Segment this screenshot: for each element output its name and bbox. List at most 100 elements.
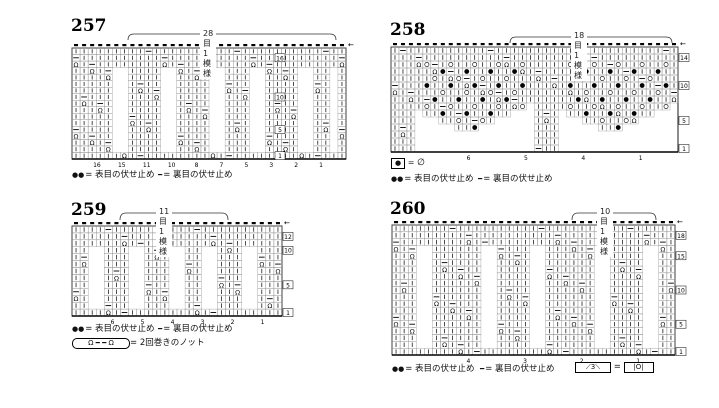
eyelet-symbol [583,90,589,95]
eyelet-symbol [464,69,470,74]
bindoff-mark [592,43,597,46]
bindoff-mark [138,44,143,47]
eyelet-symbol [440,90,446,95]
eyelet-symbol [631,90,637,95]
eyelet-symbol [591,104,597,109]
stitch-count-label: 2 [231,319,235,326]
bindoff-mark [600,43,605,46]
twist-symbol: Ω [82,100,87,108]
twist-symbol: Ω [243,93,248,101]
twist-symbol: Ω [299,152,304,160]
bindoff-mark [612,221,617,224]
twist-symbol: Ω [416,61,421,69]
stitch-count-label: 4 [581,155,585,162]
stitch-count-label: 5 [141,319,145,326]
eyelet-symbol [448,83,454,88]
twist-symbol: Ω [227,247,232,255]
legend-purl-bindoff: ━= 裏目の伏せ止め [480,364,555,374]
bindoff-mark [291,44,296,47]
pattern-number: 257 [71,16,107,36]
bindoff-mark [275,44,280,47]
bindoff-mark [122,222,127,225]
twist-symbol: Ω [660,321,665,329]
stitch-count-label: 3 [201,319,205,326]
row-label-box [274,92,286,102]
twist-symbol: Ω [394,245,399,253]
bindoff-mark [480,43,485,46]
eyelet-symbol [599,118,605,123]
eyelet-symbol [472,62,478,67]
bindoff-mark [620,221,625,224]
bindoff-mark [98,222,103,225]
row-label-box [678,116,690,125]
eyelet-symbol [591,62,597,67]
stitch-count-label: 5 [244,162,248,169]
eyelet-symbol [639,83,645,88]
twist-symbol: Ω [636,273,641,281]
row-label-box [282,280,294,290]
twist-symbol: Ω [600,103,605,111]
bindoff-mark [466,221,471,224]
eyelet-symbol [456,118,462,123]
twist-symbol: Ω [339,133,344,141]
eyelet-symbol [464,111,470,116]
knit-bindoff-icon: ●● [72,325,85,333]
twist-symbol: Ω [466,239,471,247]
twist-symbol: Ω [672,96,677,104]
twist-symbol: Ω [515,259,520,267]
twist-symbol: Ω [496,96,501,104]
bindoff-mark [219,222,224,225]
bindoff-mark [170,44,175,47]
double-wrap-knot-icon: Ω ━ ━ Ω [72,338,130,349]
twist-symbol: Ω [283,146,288,154]
eyelet-symbol [567,83,573,88]
direction-arrow-icon: ← [284,219,290,227]
twist-symbol: Ω [400,131,405,139]
stitch-count-label: 6 [467,155,471,162]
eyelet-symbol [647,97,653,102]
bindoff-mark [458,221,463,224]
repeat-label: 18目1模様 [571,31,588,81]
stitch-cell [669,95,679,104]
twist-symbol: Ω [434,300,439,308]
twist-symbol: Ω [568,89,573,97]
bindoff-mark [307,44,312,47]
equals-icon: = [613,362,621,372]
twist-symbol: Ω [584,96,589,104]
twist-symbol: Ω [588,328,593,336]
twist-symbol: Ω [588,252,593,260]
twist-symbol: Ω [632,117,637,125]
twist-symbol: Ω [507,293,512,301]
stitch-count-label: 11 [143,162,151,169]
twist-symbol: Ω [464,82,469,90]
stitch-group-icon: |O| [623,362,654,373]
twist-symbol: Ω [186,107,191,115]
twist-symbol: Ω [668,287,673,295]
eyelet-symbol [472,104,478,109]
twist-symbol: Ω [74,295,79,303]
bindoff-mark [114,44,119,47]
eyelet-symbol [440,111,446,116]
stitch-cell [518,102,527,111]
row-label: 10 [276,94,284,101]
bindoff-mark [267,44,272,47]
bindoff-mark [672,43,677,46]
eyelet-symbol [623,76,629,81]
bindoff-mark [571,221,576,224]
twist-symbol: Ω [202,113,207,121]
row-label: 16 [276,55,284,62]
stitch-count-label: 1 [261,319,265,326]
bindoff-mark [648,43,653,46]
twist-symbol: Ω [275,268,280,276]
bindoff-mark [235,222,240,225]
twist-symbol: Ω [130,120,135,128]
bindoff-mark [448,43,453,46]
bindoff-mark [416,43,421,46]
bindoff-mark [432,43,437,46]
twist-symbol: Ω [410,252,415,260]
bindoff-mark [194,44,199,47]
twist-symbol: Ω [122,240,127,248]
bindoff-mark [323,44,328,47]
bindoff-mark [227,44,232,47]
